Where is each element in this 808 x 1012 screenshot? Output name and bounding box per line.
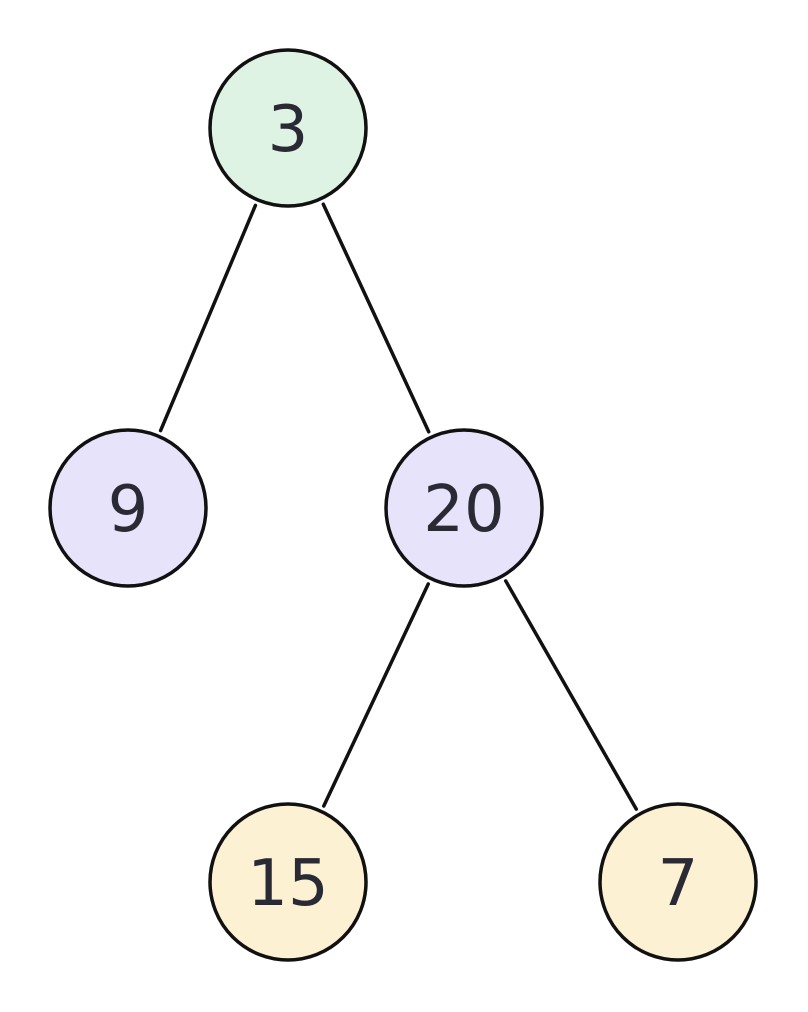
node-circle-3 bbox=[208, 48, 368, 208]
tree-nodes: 3 9 20 15 7 bbox=[48, 48, 758, 962]
tree-node-7: 7 bbox=[598, 802, 758, 962]
edge-20-to-15 bbox=[322, 582, 430, 808]
tree-node-15: 15 bbox=[208, 802, 368, 962]
edge-20-to-7 bbox=[503, 579, 639, 811]
node-circle-20 bbox=[384, 428, 544, 588]
node-label-15: 15 bbox=[247, 847, 328, 921]
tree-node-3: 3 bbox=[208, 48, 368, 208]
edge-3-to-20 bbox=[321, 202, 431, 434]
node-label-7: 7 bbox=[658, 847, 699, 921]
node-label-3: 3 bbox=[268, 93, 309, 167]
tree-edges bbox=[158, 202, 639, 811]
node-circle-15 bbox=[208, 802, 368, 962]
node-circle-9 bbox=[48, 428, 208, 588]
node-label-20: 20 bbox=[423, 473, 504, 547]
tree-node-20: 20 bbox=[384, 428, 544, 588]
edge-3-to-9 bbox=[158, 203, 258, 433]
node-circle-7 bbox=[598, 802, 758, 962]
tree-node-9: 9 bbox=[48, 428, 208, 588]
node-label-9: 9 bbox=[108, 473, 149, 547]
